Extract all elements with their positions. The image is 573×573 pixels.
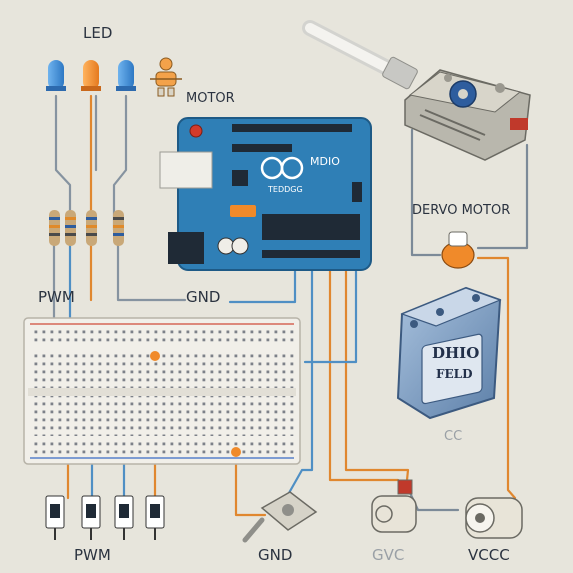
module-box-sublabel: FELD — [436, 367, 473, 381]
led-icon — [46, 60, 66, 91]
led-icon — [81, 60, 101, 91]
connector-icon — [45, 495, 65, 540]
board-subtitle: TEDDGG — [267, 185, 303, 194]
label-vccc: VCCC — [468, 546, 510, 564]
usb-cable-icon — [302, 20, 418, 90]
resistor-icon — [49, 210, 60, 246]
label-motor: MOTOR — [186, 91, 235, 106]
bottom-connectors — [45, 495, 165, 540]
label-gnd-top: GND — [186, 288, 220, 306]
resistor-group — [49, 210, 124, 246]
servo-motor-icon — [404, 69, 531, 161]
potentiometer-icon — [242, 491, 318, 543]
module-box-icon — [396, 286, 502, 420]
dc-motor-icon — [465, 497, 523, 539]
breadboard — [23, 317, 301, 465]
module-box-label: DHIO — [432, 344, 479, 362]
led-icon — [116, 60, 136, 91]
resistor-icon — [86, 210, 97, 246]
label-pwm-top: PWM — [38, 288, 75, 306]
label-gnd-bottom: GND — [258, 546, 292, 564]
board-title: MDIO — [310, 155, 340, 168]
label-led: LED — [83, 24, 112, 42]
label-pwm-bottom: PWM — [74, 546, 111, 564]
top-header-pins — [232, 124, 352, 152]
arduino-board — [159, 117, 372, 271]
dc-motor-icon — [371, 479, 417, 533]
label-gvc: GVC — [372, 546, 404, 564]
servo-small-icon — [441, 231, 475, 269]
led-group — [46, 60, 136, 91]
resistor-icon — [113, 210, 124, 246]
label-cc: CC — [444, 429, 462, 444]
label-servo-motor: DERVO MOTOR — [412, 203, 510, 218]
connector-icon — [81, 495, 101, 540]
connector-icon — [114, 495, 134, 540]
connector-icon — [145, 495, 165, 540]
motor-figure-icon — [150, 57, 182, 97]
resistor-icon — [65, 210, 76, 246]
